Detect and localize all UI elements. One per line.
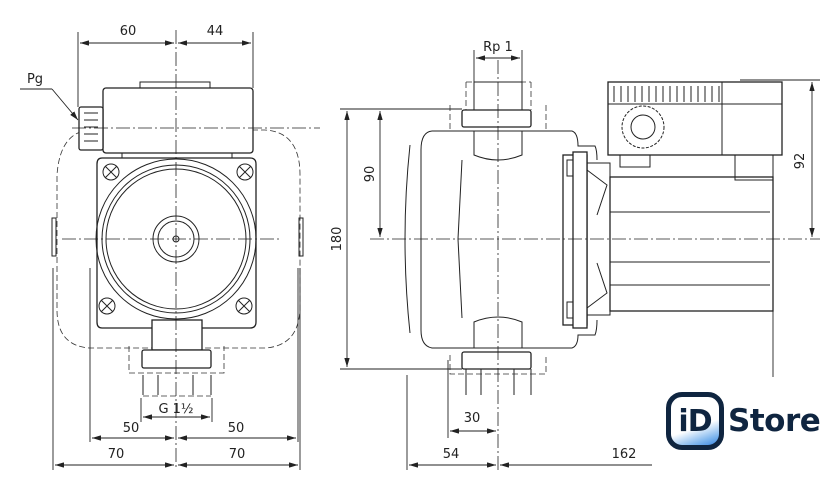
terminal-box — [607, 81, 783, 156]
dim-180: 180 — [330, 227, 345, 252]
bolt-icon — [98, 163, 254, 315]
motor-outline — [56, 129, 301, 349]
logo-mark: iD — [666, 392, 724, 450]
inlet-nut — [461, 109, 532, 128]
dim-90: 90 — [363, 166, 378, 183]
dim-44: 44 — [207, 24, 224, 39]
cable-gland — [78, 106, 104, 151]
dim-50-left: 50 — [123, 421, 140, 436]
terminal-box — [102, 87, 254, 154]
outlet-pipe — [151, 319, 203, 351]
logo-word: Store — [728, 403, 821, 439]
cooling-fins — [613, 86, 720, 102]
dim-g-thread: G 1½ — [158, 402, 193, 417]
label-pg: Pg — [27, 72, 43, 87]
dim-30: 30 — [464, 411, 481, 426]
terminal-box-top — [139, 81, 211, 89]
dim-rp1: Rp 1 — [483, 40, 513, 55]
dim-70-left: 70 — [108, 447, 125, 462]
dim-60: 60 — [120, 24, 137, 39]
pump-flange — [96, 157, 257, 329]
idstore-logo: iD Store — [666, 392, 821, 450]
dim-54: 54 — [443, 447, 460, 462]
front-view: 60 44 Pg G 1½ 50 50 70 70 — [20, 24, 320, 470]
motor-body — [609, 176, 774, 312]
side-lug — [51, 217, 57, 257]
dim-50-right: 50 — [228, 421, 245, 436]
outlet-nut — [461, 351, 532, 370]
dim-162: 162 — [612, 447, 637, 462]
dim-70-right: 70 — [229, 447, 246, 462]
dim-92: 92 — [793, 153, 808, 170]
side-lug — [298, 217, 304, 257]
logo-mark-text: iD — [678, 403, 712, 439]
speed-dial-icon — [621, 105, 665, 149]
side-view: Rp 1 180 90 92 30 54 162 — [330, 40, 820, 470]
outlet-nut — [141, 349, 212, 369]
